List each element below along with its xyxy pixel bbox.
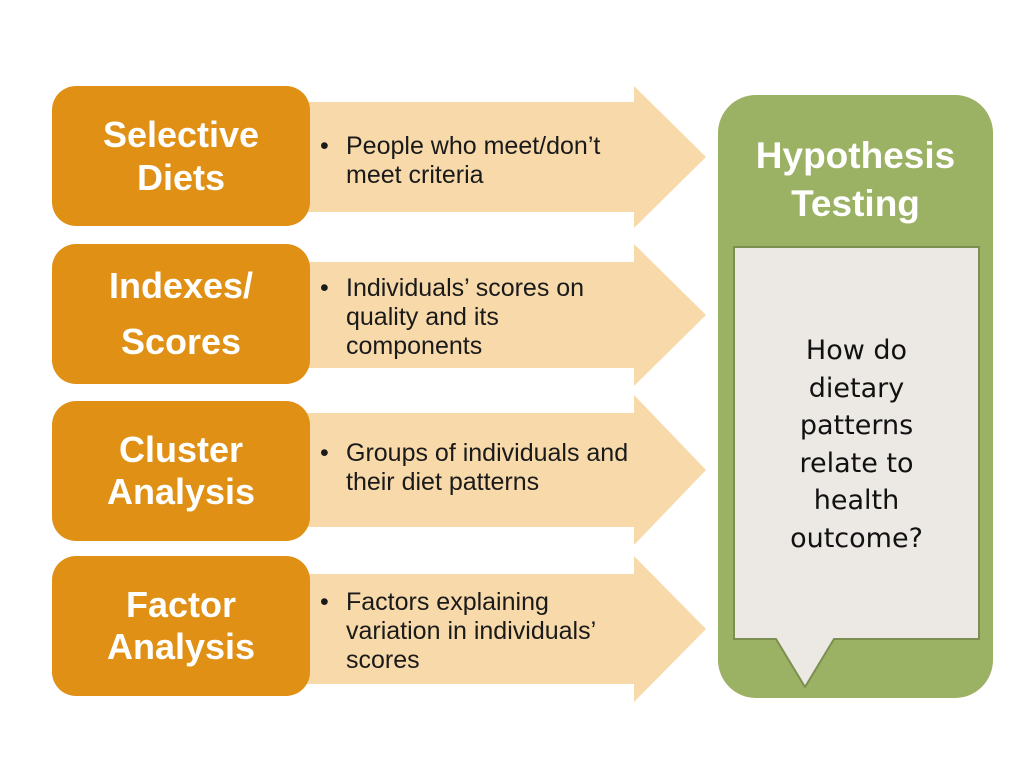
method-box-cluster-analysis: Cluster Analysis	[52, 401, 310, 541]
method-box-factor-analysis: Factor Analysis	[52, 556, 310, 696]
arrow-row-3: • Groups of individuals and their diet p…	[300, 395, 710, 545]
bullet-icon: •	[320, 274, 329, 302]
method-label: Cluster Analysis	[106, 429, 256, 512]
description-text: Individuals’ scores on quality and its c…	[346, 274, 585, 360]
description-indexes-scores: • Individuals’ scores on quality and its…	[320, 274, 630, 361]
method-label: Selective Diets	[102, 114, 260, 198]
bullet-icon: •	[320, 439, 329, 467]
bullet-icon: •	[320, 132, 329, 160]
description-text: Groups of individuals and their diet pat…	[346, 439, 629, 496]
arrow-shape	[300, 86, 706, 228]
arrow-row-1: • People who meet/don’t meet criteria	[300, 86, 710, 228]
arrow-shape	[300, 556, 706, 702]
method-label: Factor Analysis	[106, 584, 256, 667]
bullet-icon: •	[320, 588, 329, 616]
arrow-shape	[300, 244, 706, 386]
method-box-indexes-scores: Indexes/ Scores	[52, 244, 310, 384]
description-factor-analysis: • Factors explaining variation in indivi…	[320, 588, 630, 675]
arrow-row-4: • Factors explaining variation in indivi…	[300, 556, 710, 702]
method-label: Indexes/ Scores	[108, 265, 254, 362]
description-text: People who meet/don’t meet criteria	[346, 132, 601, 189]
method-box-selective-diets: Selective Diets	[52, 86, 310, 226]
callout-shape	[733, 246, 980, 689]
arrow-row-2: • Individuals’ scores on quality and its…	[300, 244, 710, 386]
hypothesis-testing-title: Hypothesis Testing	[755, 135, 956, 224]
description-text: Factors explaining variation in individu…	[346, 588, 596, 674]
description-selective-diets: • People who meet/don’t meet criteria	[320, 132, 630, 190]
arrow-shape	[300, 395, 706, 545]
question-callout: How do dietary patterns relate to health…	[733, 246, 983, 697]
description-cluster-analysis: • Groups of individuals and their diet p…	[320, 439, 630, 497]
research-question: How do dietary patterns relate to health…	[790, 335, 923, 554]
